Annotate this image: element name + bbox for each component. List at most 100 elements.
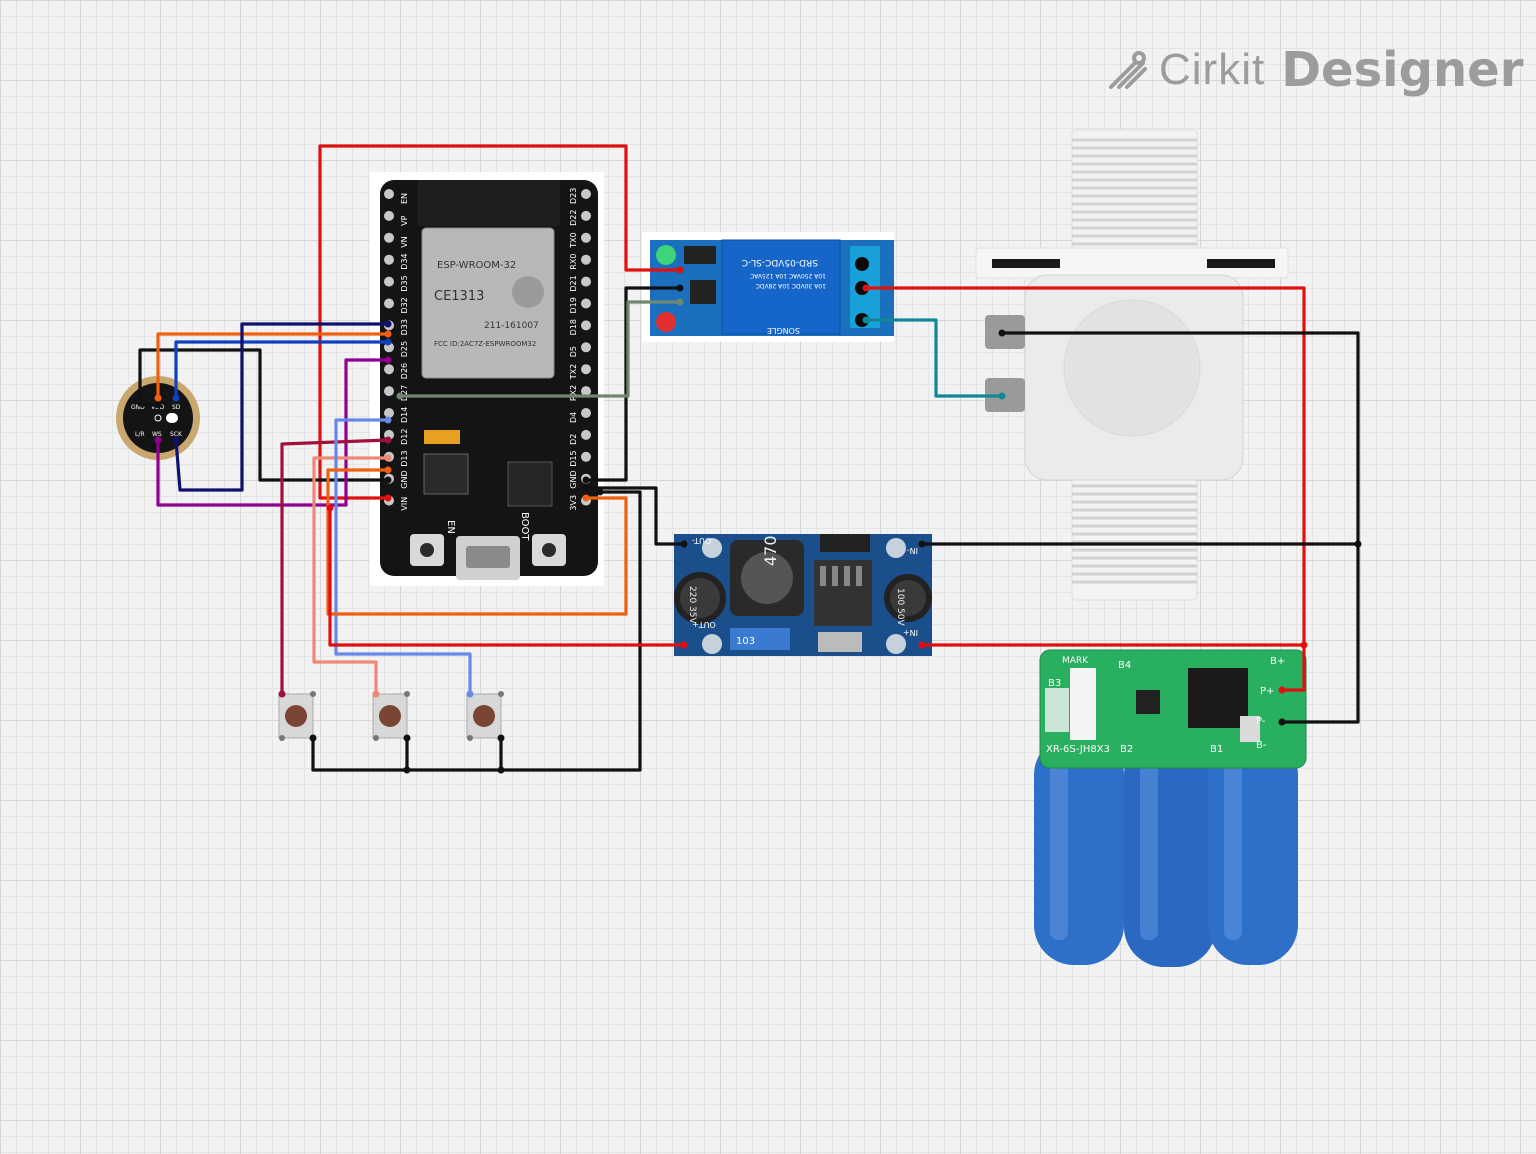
wire-buck-in-minus-start (918, 540, 926, 548)
wire-btn-link2-start (497, 734, 505, 742)
esp32-pin-label-d25: D25 (400, 341, 409, 357)
wire-relay-gnd[interactable] (586, 286, 680, 482)
wire-mic-vdd[interactable] (156, 332, 388, 398)
wire-3v3-loop[interactable] (326, 468, 628, 616)
esp32-pin-d35[interactable] (384, 276, 394, 287)
wire-relay-no-valve[interactable] (866, 318, 1002, 398)
esp32-pin-label-3v3-r: 3V3 (569, 495, 578, 511)
wire-3v3-loop-end (384, 466, 392, 474)
esp32-pin-d15-r[interactable] (581, 451, 591, 462)
esp32-en-button-label: EN (445, 520, 456, 534)
wire-vin-relay-vcc-end (676, 266, 684, 274)
wire-buck-in-plus-end (1300, 641, 1308, 649)
wire-relay-no-valve-end (998, 392, 1006, 400)
esp32-pin-d23-r[interactable] (581, 189, 591, 199)
esp32-pin-vn[interactable] (384, 232, 394, 243)
esp32-board[interactable]: ESP-WROOM-32 CE1313 211-161007 FCC ID:2A… (370, 172, 604, 586)
esp32-pin-label-en: EN (400, 193, 409, 204)
esp32-pin-rx2-r[interactable] (581, 386, 591, 397)
wires (138, 144, 1362, 774)
esp32-pin-label-d12: D12 (400, 429, 409, 445)
esp32-pin-d26[interactable] (384, 364, 394, 375)
esp32-cert-label: 211-161007 (484, 321, 539, 331)
esp32-pin-label-d19-r: D19 (569, 297, 578, 313)
bms-label-pplus: P+ (1260, 686, 1274, 697)
wire-valve-bms-neg[interactable] (1002, 331, 1360, 724)
esp32-pin-label-vp: VP (400, 215, 409, 225)
wire-vin-relay-vcc-start (384, 494, 392, 502)
esp32-pin-en[interactable] (384, 189, 394, 199)
esp32-pin-tx2-r[interactable] (581, 364, 591, 375)
buck-converter[interactable]: 470 220 35V 100 50V 103 OUT- OUT+ IN- IN… (674, 534, 932, 656)
esp32-pin-d5-r[interactable] (581, 342, 591, 353)
wire-mic-sck-start (172, 436, 180, 444)
wire-relay-no-valve-start (862, 316, 870, 324)
wire-buck-out-minus-end (680, 540, 688, 548)
wire-mic-sd[interactable] (174, 340, 388, 398)
wire-vin-relay-vcc[interactable] (318, 144, 680, 500)
mic-pin-lr: L/R (135, 431, 145, 438)
wire-btn1[interactable] (280, 438, 389, 694)
wire-btn3[interactable] (334, 418, 472, 694)
push-button-2[interactable] (372, 691, 410, 741)
wire-relay-com-bms[interactable] (866, 286, 1306, 692)
esp32-pin-d18-r[interactable] (581, 320, 591, 331)
esp32-pin-rx0-r[interactable] (581, 254, 591, 265)
wire-relay-in-end (396, 392, 404, 400)
wire-buck-out-minus[interactable] (586, 486, 684, 546)
wire-buttons-gnd[interactable] (311, 490, 642, 772)
push-button-3[interactable] (466, 691, 504, 741)
esp32-pin-d32[interactable] (384, 298, 394, 309)
esp32-pin-label-gnd: GND (400, 470, 409, 488)
esp32-pin-label-rx0-r: RX0 (569, 254, 578, 270)
wire-buck-in-plus-start (918, 641, 926, 649)
wire-mic-vdd-start (154, 394, 162, 402)
esp32-pin-d21-r[interactable] (581, 276, 591, 287)
wire-relay-gnd-start (676, 284, 684, 292)
esp32-pin-vp[interactable] (384, 210, 394, 221)
wire-buck-out-plus-start (680, 641, 688, 649)
buck-pin-in-plus: IN+ (903, 628, 918, 637)
bms-board[interactable]: MARK B4 B3 B2 B1 B+ P+ P- B- XR-6S-JH8X3 (1039, 649, 1307, 769)
wire-mic-sck-end (384, 320, 392, 328)
relay-rating-2: 10A 30VDC 10A 28VDC (756, 282, 826, 289)
bms-label-b2: B2 (1120, 744, 1133, 755)
wire-btn-link2-end (497, 766, 505, 774)
wire-btn-link-end (403, 766, 411, 774)
bms-label-b4: B4 (1118, 660, 1131, 671)
wire-mic-sd-start (172, 394, 180, 402)
esp32-pin-tx0-r[interactable] (581, 232, 591, 243)
esp32-pin-d2-r[interactable] (581, 429, 591, 440)
esp32-pin-label-d34: D34 (400, 253, 409, 269)
wire-relay-in[interactable] (400, 300, 680, 398)
esp32-module-label: ESP-WROOM-32 (437, 260, 516, 271)
wire-mic-ws-start (154, 436, 162, 444)
wire-btn3-end (384, 416, 392, 424)
relay-module[interactable]: SRD-05VDC-SL-C 10A 250VAC 10A 125VAC 10A… (642, 232, 894, 342)
esp32-ce-label: CE1313 (434, 289, 484, 304)
esp32-pin-d19-r[interactable] (581, 298, 591, 309)
wire-mic-ws[interactable] (156, 358, 388, 507)
wire-btn1-start (278, 690, 286, 698)
esp32-pin-d14[interactable] (384, 408, 394, 418)
cap-left-label: 220 35V (687, 586, 697, 624)
esp32-pin-d27[interactable] (384, 386, 394, 397)
esp32-pin-d4-r[interactable] (581, 408, 591, 418)
logo-brand: Cirkit (1159, 45, 1266, 94)
mic-pin-ws: WS (152, 431, 162, 438)
esp32-pin-label-vn: VN (400, 236, 409, 247)
solenoid-valve[interactable] (975, 129, 1289, 601)
wire-buck-out-plus[interactable] (328, 508, 684, 647)
esp32-pin-d22-r[interactable] (581, 210, 591, 221)
push-button-1[interactable] (278, 691, 316, 741)
wire-btn2[interactable] (312, 456, 388, 694)
esp32-pin-label-d35: D35 (400, 275, 409, 291)
wire-mic-sck[interactable] (174, 322, 388, 492)
esp32-pin-label-d27: D27 (400, 385, 409, 401)
inductor-label: 470 (761, 535, 780, 566)
esp32-pin-d34[interactable] (384, 254, 394, 265)
bms-label-mark: MARK (1062, 656, 1089, 666)
esp32-pin-label-d14: D14 (400, 407, 409, 423)
battery-pack[interactable] (1034, 735, 1298, 967)
